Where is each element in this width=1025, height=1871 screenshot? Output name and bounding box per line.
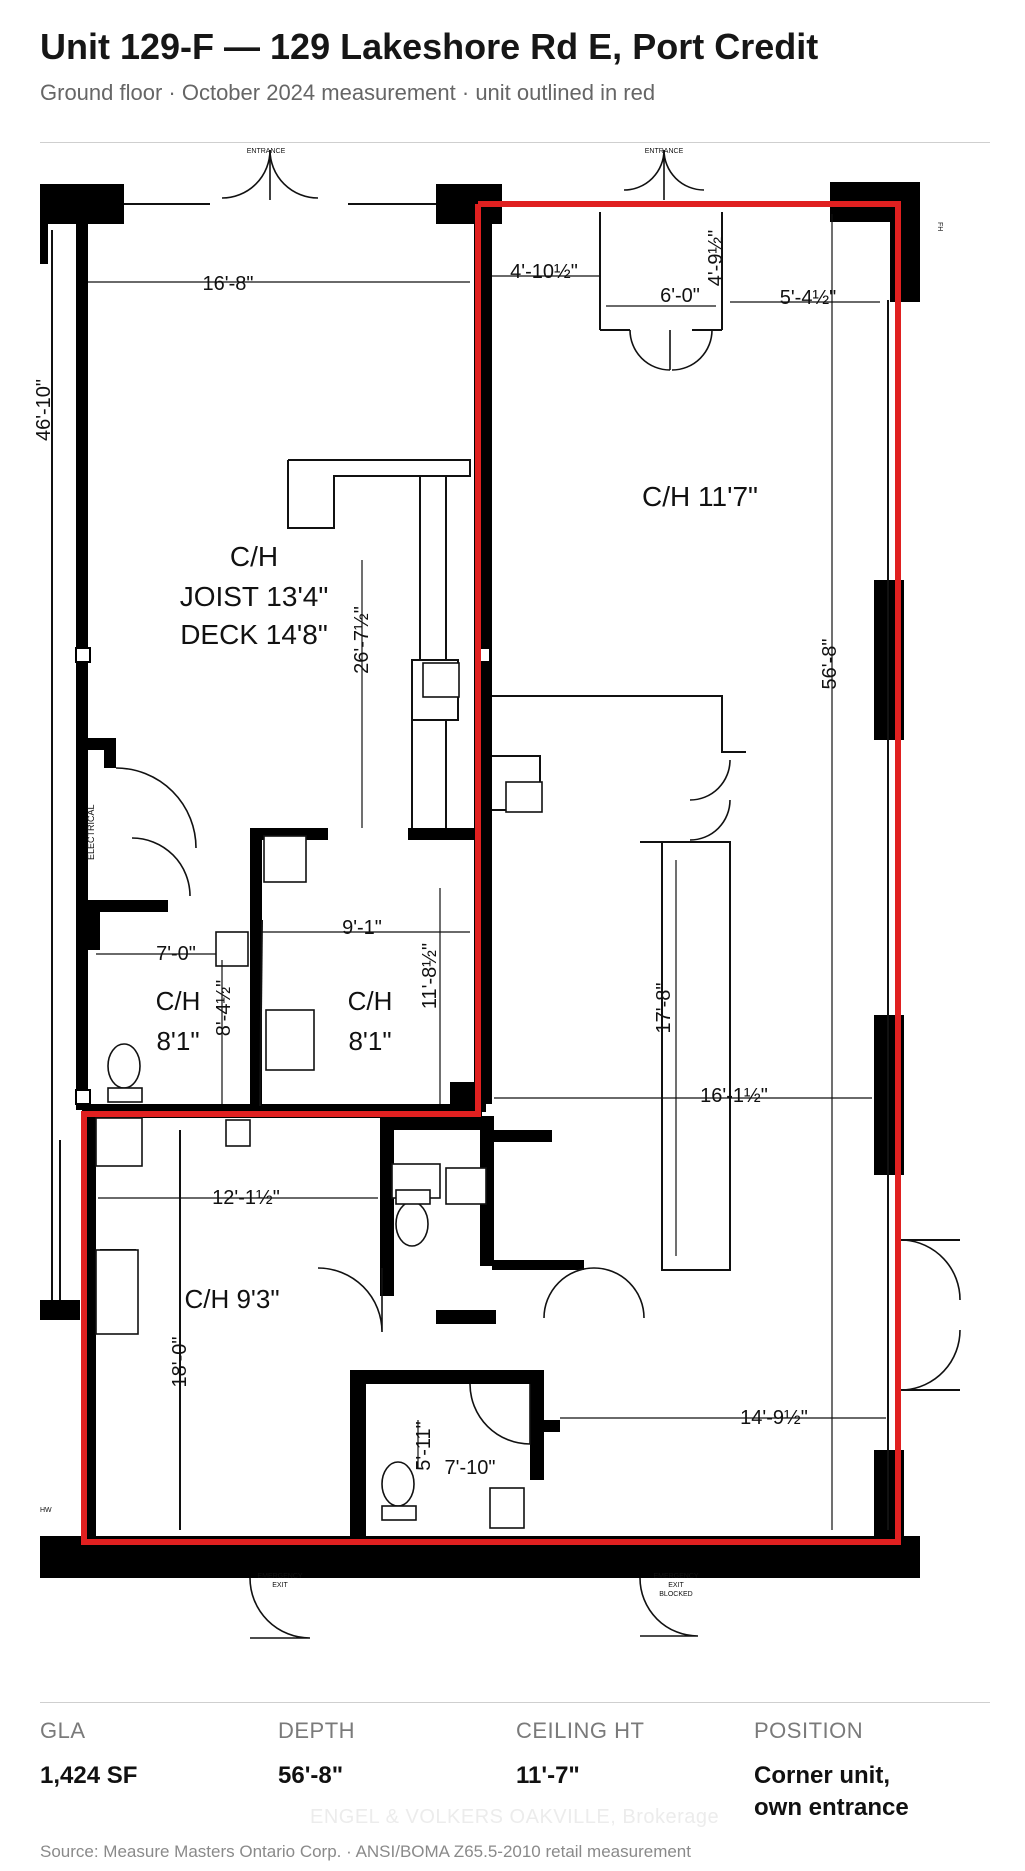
- room-label: C/H: [230, 541, 278, 572]
- dim-label: 16'-8": [203, 273, 254, 295]
- dim-label: 26'-7½": [351, 606, 373, 674]
- dim-label: 4'-9½": [705, 230, 727, 287]
- dim-label: 14'-9½": [740, 1407, 808, 1429]
- stat-label: GLA: [40, 1718, 86, 1743]
- page-title: Unit 129-F — 129 Lakeshore Rd E, Port Cr…: [40, 26, 819, 67]
- dim-label: 5'-11": [413, 1421, 435, 1470]
- dim-label: 56'-8": [819, 639, 841, 690]
- stat-value: 56'-8": [278, 1762, 344, 1789]
- room-label: C/H: [156, 986, 201, 1016]
- label-entrance: ENTRANCE: [247, 148, 286, 155]
- dim-label: 5'-4½": [780, 287, 837, 309]
- stat-label: CEILING HT: [516, 1718, 645, 1743]
- dim-label: 6'-0": [660, 285, 700, 307]
- page-subtitle: Ground floor · October 2024 measurement …: [40, 80, 656, 105]
- stat-value: 11'-7": [516, 1762, 580, 1789]
- wall-right-top: [890, 182, 920, 302]
- label-emergency-exit: EMERGENCY: [257, 1573, 302, 1580]
- dim-label: 16'-1½": [700, 1085, 768, 1107]
- stat-label: POSITION: [754, 1718, 864, 1743]
- header-divider: [40, 142, 990, 143]
- floor-plan: ENTRANCE ENTRANCE FH ELECTRICAL HW EMERG…: [33, 148, 961, 1639]
- dim-label: 12'-1½": [212, 1187, 280, 1209]
- label-electrical: ELECTRICAL: [86, 804, 96, 860]
- room-label: C/H: [348, 986, 393, 1016]
- label-emergency-exit: EXIT: [272, 1582, 288, 1589]
- unit-outline: [81, 201, 901, 1545]
- dim-label: 9'-1": [342, 917, 382, 939]
- stat-ceiling-height: CEILING HT 11'-7": [516, 1718, 644, 1792]
- room-label: 8'1": [348, 1026, 391, 1056]
- wall-pier-top-left: [40, 184, 124, 224]
- room-label: JOIST 13'4": [180, 581, 329, 612]
- brokerage-watermark: ENGEL & VOLKERS OAKVILLE, Brokerage: [310, 1806, 720, 1828]
- label-hw: HW: [40, 1507, 52, 1514]
- dim-label: 17'-8": [653, 983, 675, 1034]
- dim-label: 4'-10½": [510, 261, 578, 283]
- stat-position: POSITION Corner unit, own entrance: [754, 1718, 909, 1824]
- source-footnote: Source: Measure Masters Ontario Corp. · …: [40, 1842, 691, 1861]
- wall-left: [76, 220, 88, 1110]
- stat-label: DEPTH: [278, 1718, 356, 1743]
- stats-divider: [40, 1702, 990, 1703]
- stat-value: Corner unit, own entrance: [754, 1762, 909, 1821]
- stat-gla: GLA 1,424 SF: [40, 1718, 137, 1792]
- label-fh: FH: [936, 222, 943, 231]
- label-emergency-exit: BLOCKED: [659, 1591, 692, 1598]
- label-emergency-exit: EXIT: [668, 1582, 684, 1589]
- dim-label: 18'-0": [169, 1337, 191, 1388]
- room-label: DECK 14'8": [180, 619, 328, 650]
- dim-label: 11'-8½": [419, 943, 441, 1009]
- stat-value: 1,424 SF: [40, 1762, 138, 1789]
- stat-depth: DEPTH 56'-8": [278, 1718, 355, 1792]
- dim-label: 8'-4½": [213, 980, 235, 1037]
- room-label: C/H 9'3": [184, 1284, 279, 1314]
- label-entrance: ENTRANCE: [645, 148, 684, 155]
- label-emergency-exit: EMERGENCY: [653, 1573, 698, 1580]
- dim-label: 7'-10": [445, 1457, 496, 1479]
- room-label: C/H 11'7": [642, 481, 758, 512]
- dim-label: 46'-10": [33, 379, 55, 441]
- dim-label: 7'-0": [156, 943, 196, 965]
- room-label: 8'1": [156, 1026, 199, 1056]
